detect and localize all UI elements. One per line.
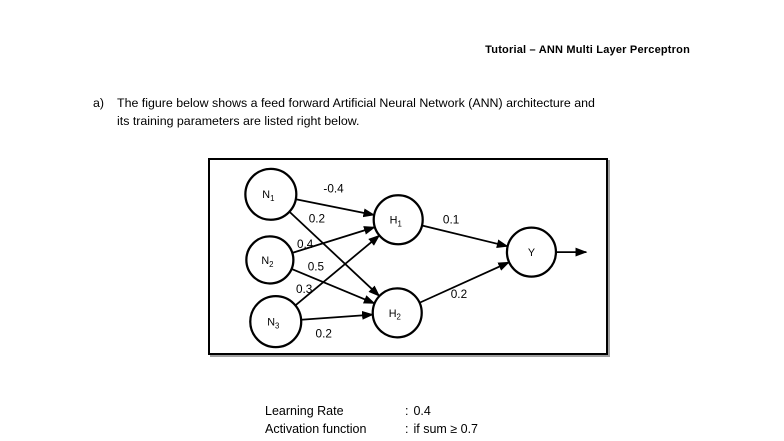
param-name: Activation function <box>265 421 367 436</box>
node-H1: H1 <box>372 194 424 246</box>
node-circle-N3 <box>249 295 303 349</box>
question-marker: a) <box>93 96 105 110</box>
parameters-list: Learning Rate:0.4 Activation function: if… <box>265 403 478 438</box>
node-label-H1: H1 <box>390 215 402 229</box>
weight-labels-layer: -0.4 0.2 0.4 0.5 0.3 0.2 0.1 0.2 <box>296 182 467 340</box>
node-label-Y: Y <box>528 247 535 259</box>
edge-N2-H2 <box>291 268 376 305</box>
weight-label-H2-Y: 0.2 <box>451 288 467 301</box>
edge-H2-Y <box>419 261 510 304</box>
edge-N1-H1 <box>295 198 376 218</box>
edge-N3-H1 <box>294 234 381 307</box>
param-row-learning-rate: Learning Rate:0.4 <box>265 403 478 421</box>
edge-N2-H1 <box>292 226 376 254</box>
node-label-N1: N1 <box>262 189 274 203</box>
node-N2: N2 <box>245 235 295 285</box>
weight-label-N3-H2: 0.2 <box>316 327 332 340</box>
node-circle-N1 <box>244 167 298 221</box>
weight-label-N2-H1: 0.4 <box>297 238 314 251</box>
node-label-H2: H2 <box>389 308 401 322</box>
weight-label-H1-Y: 0.1 <box>443 214 459 227</box>
question-block: a) The figure below shows a feed forward… <box>93 95 595 130</box>
node-label-N3: N3 <box>267 317 280 331</box>
weight-label-N1-H1: -0.4 <box>323 182 344 195</box>
node-N3: N3 <box>249 295 303 349</box>
node-circle-H2 <box>371 287 423 339</box>
node-circle-H1 <box>372 194 424 246</box>
param-separator: : <box>405 421 409 436</box>
node-circle-Y <box>505 226 558 278</box>
param-name: Learning Rate <box>265 404 344 418</box>
edges-layer <box>288 198 588 321</box>
node-circle-N2 <box>245 235 295 285</box>
node-N1: N1 <box>244 167 298 221</box>
param-row-activation-function: Activation function: if sum ≥ 0.7 <box>265 421 478 439</box>
question-line-1: The figure below shows a feed forward Ar… <box>117 96 595 110</box>
param-value: 0.4 <box>413 404 431 418</box>
question-line-2: its training parameters are listed right… <box>117 113 360 128</box>
node-H2: H2 <box>371 287 423 339</box>
param-value: if sum ≥ 0.7 <box>413 421 479 436</box>
weight-label-N1-H2: 0.2 <box>309 213 325 226</box>
node-Y: Y <box>505 226 558 278</box>
edge-N3-H2 <box>301 310 374 321</box>
header-title: Tutorial – ANN Multi Layer Perceptron <box>485 44 690 56</box>
edge-H1-Y <box>421 224 509 249</box>
edge-N1-H2 <box>288 211 381 297</box>
weight-label-N2-H2: 0.5 <box>308 261 325 274</box>
param-separator: : <box>405 404 409 418</box>
weight-label-N3-H1: 0.3 <box>296 283 313 296</box>
node-label-N2: N2 <box>261 255 273 269</box>
